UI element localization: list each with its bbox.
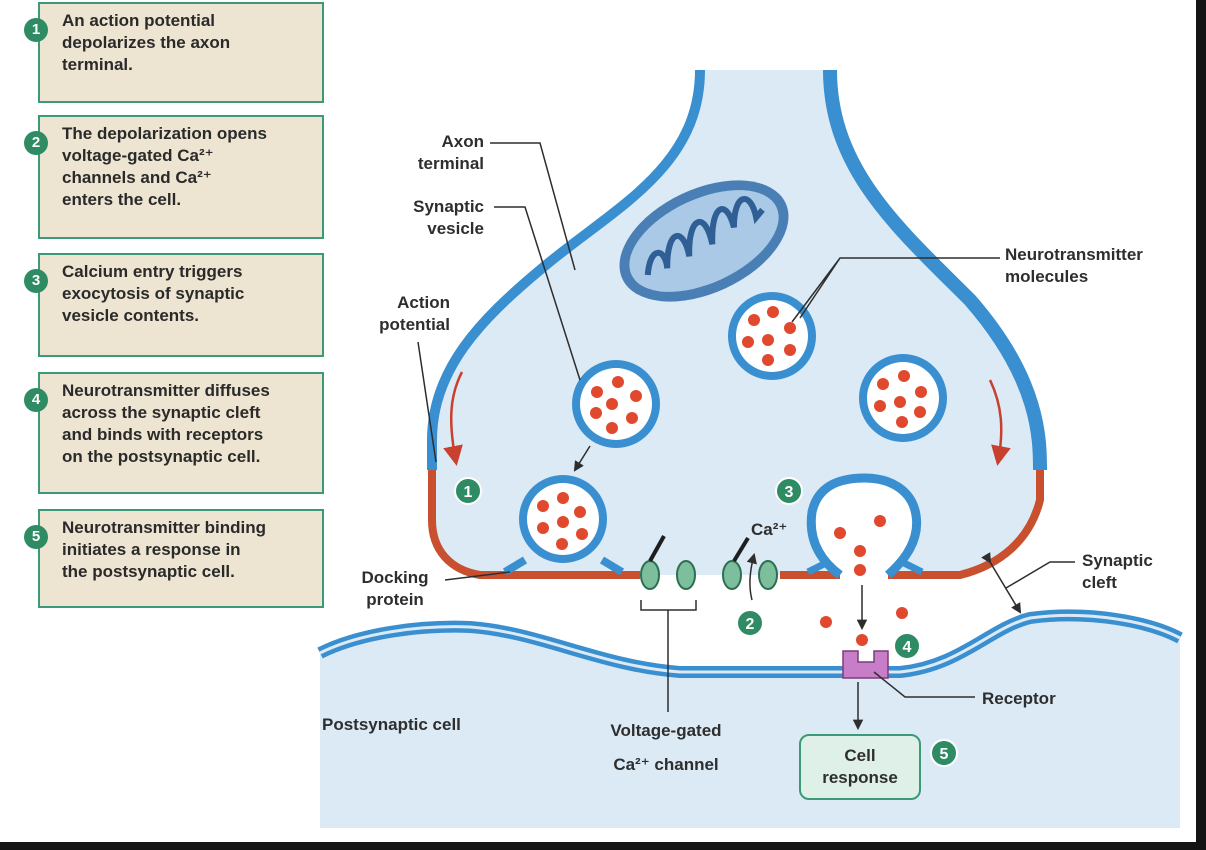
label-axon-terminal: Axon terminal [417, 132, 484, 173]
synaptic-cleft-arrow [981, 552, 1022, 614]
right-edge-bar [1196, 0, 1206, 850]
label-neurotransmitter-molecules: Neurotransmitter molecules [1005, 245, 1143, 286]
label-receptor: Receptor [982, 689, 1056, 708]
step-number-4: 4 [24, 388, 48, 412]
badge-1: 1 [454, 477, 482, 505]
action-potential-arrow-left [443, 371, 464, 466]
badge-2: 2 [736, 609, 764, 637]
step-box-4: 4 Neurotransmitter diffuses across the s… [24, 372, 324, 494]
step-number-3: 3 [24, 269, 48, 293]
leader-synaptic-vesicle [494, 206, 581, 381]
voltage-gated-ca-channel [640, 535, 778, 590]
step-text-5: Neurotransmitter binding initiates a res… [62, 518, 267, 581]
vesicle-move-arrow [573, 445, 591, 472]
step-box-5: 5 Neurotransmitter binding initiates a r… [24, 509, 324, 608]
step-number-2: 2 [24, 131, 48, 155]
depolarized-membrane-right [888, 470, 1044, 579]
cell-response-box: Cell response [799, 734, 921, 800]
label-ca-ion: Ca²⁺ [751, 520, 788, 539]
leader-docking-protein [444, 571, 511, 581]
action-potential-arrow-right [988, 379, 1011, 466]
step-box-2: 2 The depolarization opens voltage-gated… [24, 115, 324, 239]
leader-voltage-gated [640, 600, 697, 712]
step-number-5: 5 [24, 525, 48, 549]
axon-membrane [427, 69, 705, 470]
label-action-potential: Action potential [379, 293, 450, 334]
label-voltage-gated-channel: Voltage-gated Ca²⁺ channel [610, 721, 722, 774]
leader-neurotransmitter [791, 257, 1000, 323]
step-text-1: An action potential depolarizes the axon… [62, 11, 231, 74]
leader-receptor [873, 671, 975, 698]
badge-3: 3 [775, 477, 803, 505]
step-text-4: Neurotransmitter diffuses across the syn… [62, 381, 270, 466]
badge-4: 4 [893, 632, 921, 660]
label-synaptic-vesicle: Synaptic vesicle [413, 197, 484, 238]
leader-synaptic-cleft [1005, 561, 1075, 589]
step-number-1: 1 [24, 18, 48, 42]
step-text-3: Calcium entry triggers exocytosis of syn… [62, 262, 245, 325]
step-text-2: The depolarization opens voltage-gated C… [62, 124, 267, 209]
mitochondrion-icon [619, 180, 789, 302]
label-synaptic-cleft: Synaptic cleft [1082, 551, 1153, 592]
badge-5: 5 [930, 739, 958, 767]
neurotransmitter-molecules [537, 306, 927, 646]
fusing-vesicle [806, 473, 924, 579]
step-box-3: 3 Calcium entry triggers exocytosis of s… [24, 253, 324, 357]
label-docking-protein: Docking protein [361, 568, 429, 609]
leader-action-potential [417, 341, 437, 463]
step-box-1: 1 An action potential depolarizes the ax… [24, 2, 324, 103]
receptor-icon [842, 650, 889, 679]
postsynaptic-cell [320, 615, 1180, 828]
ca-entry-arrow [746, 552, 757, 601]
depolarized-membrane-left [428, 470, 640, 579]
label-postsynaptic-cell: Postsynaptic cell [322, 715, 461, 734]
bottom-edge-bar [0, 842, 1206, 850]
leader-axon-terminal [490, 142, 576, 271]
